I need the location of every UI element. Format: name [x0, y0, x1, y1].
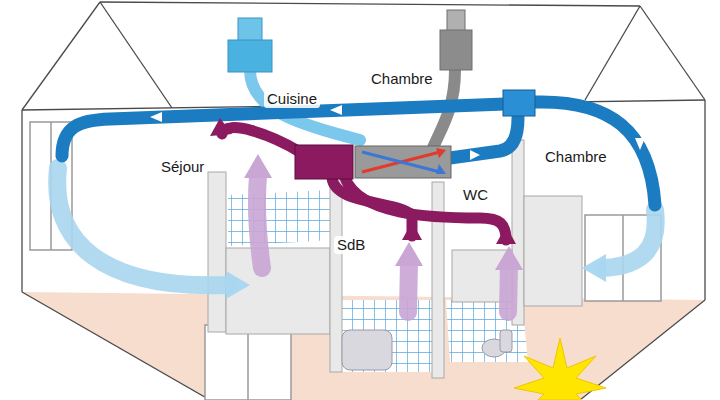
- flow-arrow: [470, 150, 480, 160]
- sun: [514, 338, 606, 400]
- exhaust-outlet: [440, 30, 472, 70]
- house-outline: [100, 2, 640, 6]
- tiled-floor: [228, 190, 332, 246]
- pale-extract-flow: [257, 176, 262, 268]
- heat-exchanger: [436, 164, 446, 174]
- floor: [22, 292, 705, 400]
- house-outline: [22, 2, 100, 110]
- supply-duct: [450, 118, 518, 158]
- window: [30, 122, 661, 400]
- heat-exchanger: [355, 146, 451, 178]
- room-label: Chambre: [368, 70, 436, 88]
- fresh-air-intake: [228, 18, 360, 140]
- flow-arrow: [330, 105, 342, 115]
- house-outline: [100, 2, 172, 108]
- flow-arrow: [150, 112, 162, 122]
- pale-extract-arrowhead: [495, 246, 523, 270]
- window: [247, 325, 249, 400]
- house-outline: [21, 110, 22, 292]
- pale-extract-flow: [508, 266, 509, 312]
- partition-wall: [208, 140, 582, 378]
- room-label: Séjour: [158, 158, 207, 176]
- flow-arrow: [635, 138, 645, 150]
- house-outline: [22, 2, 705, 400]
- house-outline: [580, 300, 705, 400]
- fresh-air-intake: [228, 40, 272, 72]
- extract-arrowhead: [210, 118, 516, 244]
- pale-extract-arrowhead: [395, 242, 423, 266]
- sanitary-fixture: [500, 330, 512, 352]
- extract-duct: [345, 178, 506, 240]
- heat-exchanger: [362, 152, 440, 172]
- house-outline: [585, 6, 640, 100]
- pale-air-arrowhead: [226, 271, 250, 299]
- pale-air-arrowhead: [582, 254, 606, 282]
- house-outline: [704, 100, 705, 300]
- extract-arrowhead: [496, 226, 516, 244]
- room-label: Cuisine: [264, 90, 320, 108]
- exhaust-outlet: [447, 10, 465, 32]
- partition-wall: [524, 196, 582, 306]
- sanitary-fixture: [342, 330, 392, 370]
- pale-extract-arrowhead: [244, 154, 272, 178]
- room-label: Chambre: [542, 148, 610, 166]
- supply-distributor: [503, 90, 535, 116]
- house-outline: [640, 6, 705, 100]
- partition-wall: [226, 248, 330, 334]
- tiled-floor: [334, 300, 440, 372]
- window: [205, 325, 291, 400]
- extract-duct: [222, 128, 506, 240]
- supply-duct: [535, 102, 655, 205]
- pale-air-flow: [604, 210, 656, 268]
- room-label: WC: [460, 186, 491, 204]
- pale-air-flow: [57, 168, 656, 285]
- room-label: SdB: [334, 236, 368, 254]
- extract-unit: [295, 145, 353, 179]
- partition-wall: [208, 172, 226, 332]
- exhaust-outlet: [432, 10, 472, 150]
- sanitary-fixture: [342, 330, 512, 370]
- extract-unit: [295, 145, 353, 179]
- pale-extract-flow: [257, 176, 509, 312]
- supply-distributor: [503, 90, 535, 116]
- house-outline: [22, 292, 210, 400]
- floor: [22, 292, 705, 400]
- extract-duct: [222, 128, 300, 152]
- heat-exchanger: [362, 152, 440, 172]
- fresh-air-intake: [238, 18, 262, 42]
- extract-arrowhead: [402, 222, 422, 240]
- heat-exchanger: [436, 148, 446, 158]
- extract-arrowhead: [210, 118, 232, 136]
- pale-extract-flow: [408, 262, 409, 312]
- sun: [514, 338, 606, 400]
- heat-exchanger: [355, 146, 451, 178]
- pale-air-flow: [57, 168, 228, 285]
